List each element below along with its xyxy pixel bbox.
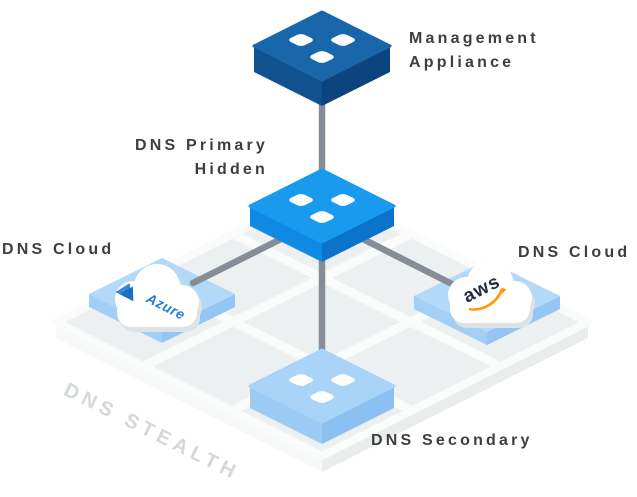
dns-primary-label-line1: DNS Primary xyxy=(134,137,268,154)
management-appliance-label: Management Appliance xyxy=(409,27,539,75)
dns-primary-box xyxy=(248,168,396,262)
dns-cloud-left-label: DNS Cloud xyxy=(2,241,115,258)
server-slots-icon xyxy=(289,34,355,63)
dns-cloud-right-label: DNS Cloud xyxy=(518,244,631,261)
azure-logo-icon xyxy=(115,283,134,302)
server-slots-icon xyxy=(289,194,355,223)
management-appliance-label-line1: Management xyxy=(409,30,539,47)
management-appliance-box xyxy=(252,10,392,106)
server-slots-icon xyxy=(289,374,355,403)
dns-secondary-label: DNS Secondary xyxy=(371,432,533,449)
azure-cloud-icon: Azure xyxy=(115,264,202,332)
aws-smile-arrow xyxy=(468,288,504,311)
aws-cloud-icon: aws xyxy=(448,260,535,328)
connector-primary-azure xyxy=(189,229,297,287)
dns-secondary-box xyxy=(248,348,396,444)
dns-primary-label: DNS Primary Hidden xyxy=(108,134,268,182)
dns-primary-label-line2: Hidden xyxy=(194,161,268,178)
aws-cloud-body xyxy=(448,260,532,323)
management-appliance-label-line2: Appliance xyxy=(409,54,515,71)
connector-primary-aws xyxy=(347,229,456,288)
